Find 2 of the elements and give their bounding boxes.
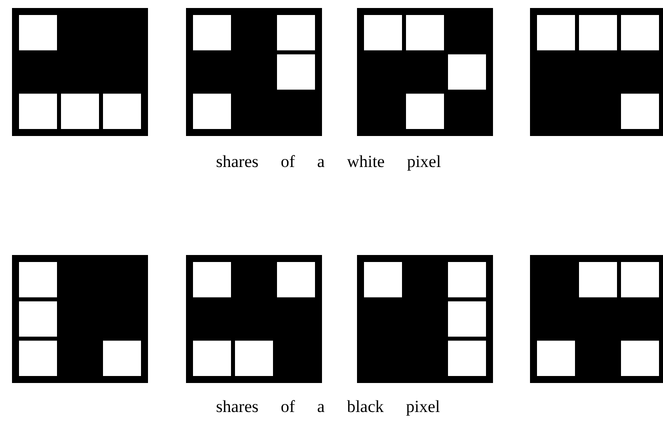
caption-text: shares of a white pixel (216, 152, 441, 172)
caption-text: shares of a black pixel (216, 397, 440, 417)
